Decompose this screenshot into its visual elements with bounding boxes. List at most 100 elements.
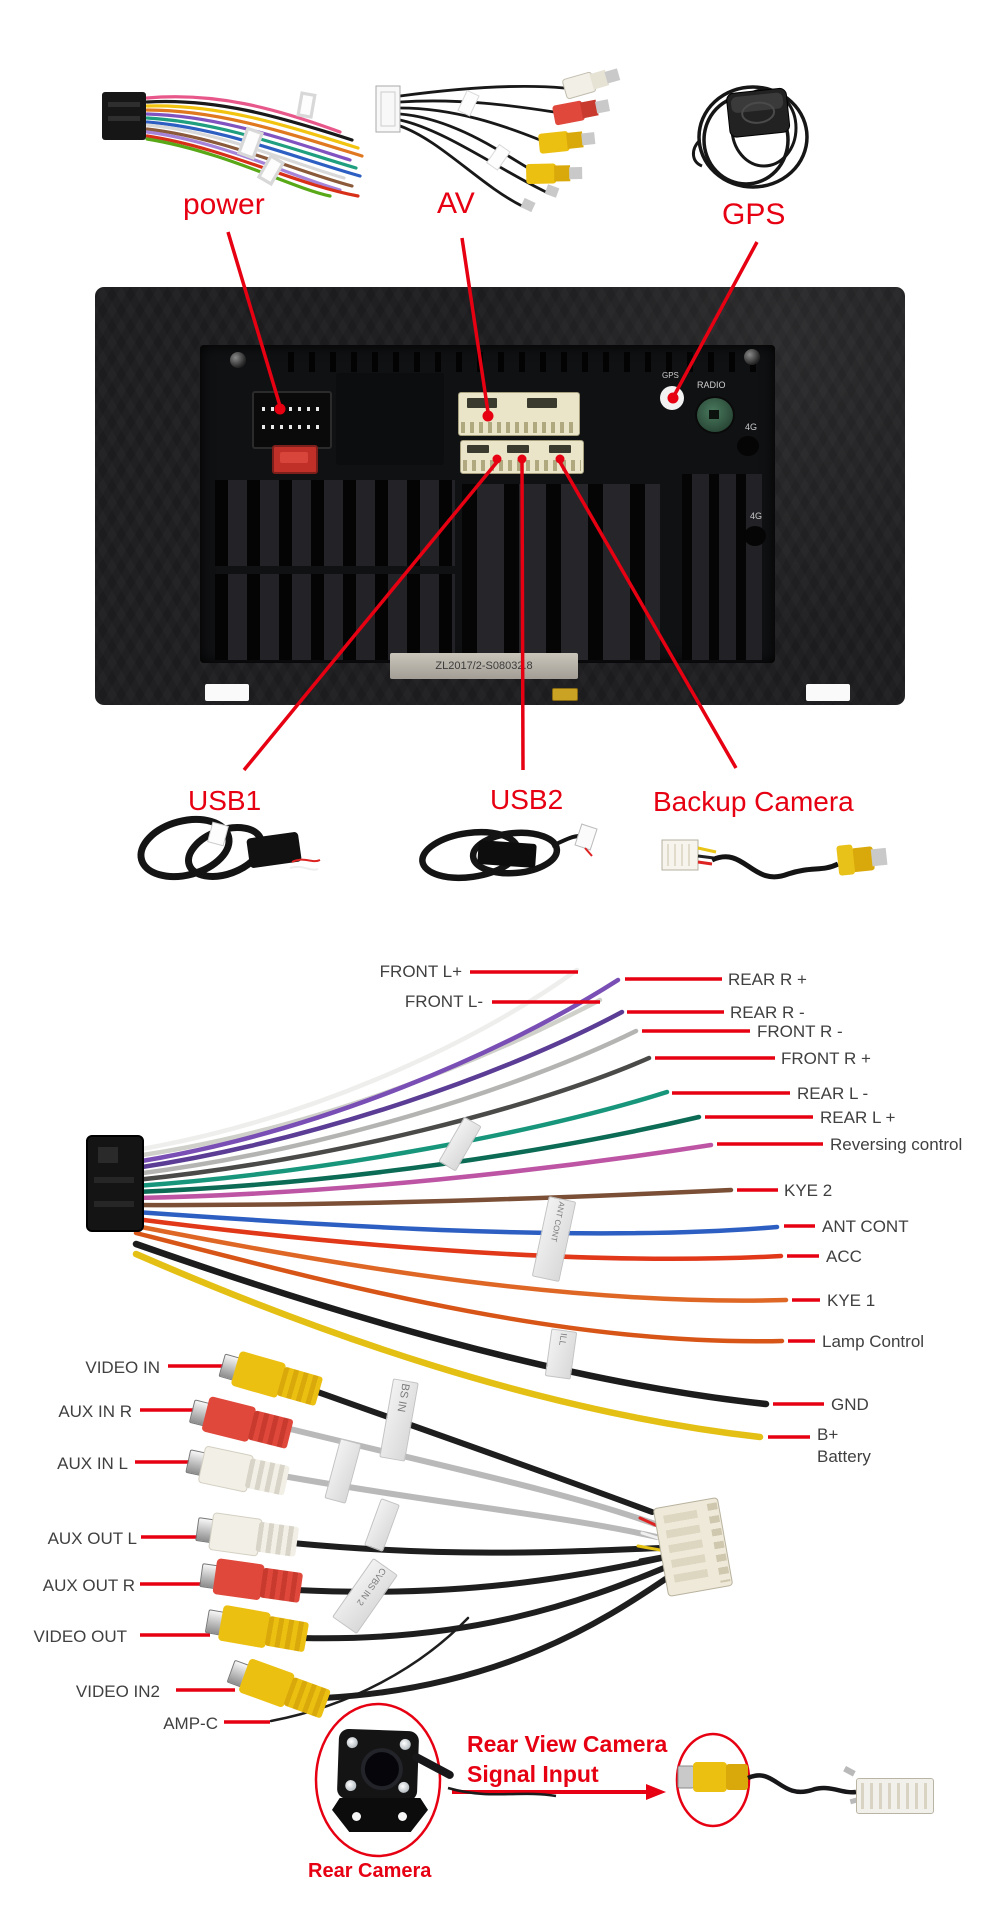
radio-jack-label: RADIO (697, 380, 726, 390)
connector-slot (549, 445, 571, 453)
mount-foot (205, 684, 249, 701)
rca-label-aux-in-r: AUX IN R (58, 1402, 132, 1421)
wire-label-rear-l-plus: REAR L + (820, 1108, 896, 1127)
backup-camera-label: Backup Camera (653, 786, 854, 817)
backup-camera-cable-image (661, 839, 888, 880)
camera-led (345, 1779, 357, 1792)
wire-label-rear-r-minus: REAR R - (730, 1003, 805, 1022)
rca-ridge (276, 1366, 324, 1407)
pointer-lines-mid (242, 460, 738, 772)
vent-block-left-b (215, 574, 455, 660)
rear-view-camera-title: Rear View Camera Signal Input (467, 1731, 668, 1787)
usb1-cable-image (137, 815, 321, 881)
connector-slot (467, 445, 489, 453)
rca-ridge (264, 1615, 310, 1653)
rca-ridge (247, 1410, 294, 1449)
rca-label-aux-out-l: AUX OUT L (47, 1529, 137, 1548)
rca-body (208, 1512, 263, 1557)
wire-label-lamp-control: Lamp Control (822, 1332, 925, 1351)
camera-led (399, 1738, 411, 1751)
camera-led (398, 1781, 410, 1794)
rca-label-video-in2: VIDEO IN2 (75, 1682, 160, 1701)
rca-ridge (255, 1521, 300, 1557)
wire-label-rear-r-plus: REAR R + (728, 970, 807, 989)
power-connector-port (252, 391, 332, 449)
connector-teeth (461, 422, 577, 433)
vent-block-right (682, 474, 762, 660)
connector-slot (527, 398, 557, 408)
gps-label: GPS (722, 198, 786, 231)
rca-ridge (259, 1567, 304, 1603)
power-label: power (183, 188, 265, 221)
camera-lens (360, 1747, 404, 1791)
connector-slot (467, 398, 497, 408)
mount-foot (806, 684, 850, 701)
wire-label-front-r-plus: FRONT R + (781, 1049, 871, 1068)
cable-tag-text: ANT CONT (549, 1200, 567, 1243)
pointer-dots (274, 392, 679, 464)
fuse-holder (272, 445, 318, 474)
wire-label-front-l-minus: FRONT L- (404, 992, 483, 1011)
av-label: AV (437, 187, 475, 220)
cable-tag-text: BS IN (394, 1382, 412, 1413)
rca-body (212, 1558, 265, 1601)
port-4g-hole-b (744, 526, 766, 546)
wire-label-kye1: KYE 1 (827, 1291, 876, 1310)
screw (230, 352, 246, 368)
iso-harness-connector (86, 1135, 144, 1232)
wire-label-b-plus-battery: B+ Battery (817, 1425, 871, 1466)
wire-label-front-l-plus: FRONT L+ (379, 962, 462, 981)
radio-antenna-jack (695, 396, 735, 434)
bracket-hole (352, 1812, 361, 1821)
serial-plate-text: ZL2017/2-S08032.8 (435, 660, 533, 672)
wire-label-front-r-minus: FRONT R - (757, 1022, 843, 1041)
iso-connector-rib (94, 1201, 134, 1207)
pin-row (262, 425, 320, 429)
pointer-lines-top (226, 231, 759, 413)
port-4g-label-a: 4G (745, 422, 758, 432)
usb1-label: USB1 (188, 785, 262, 816)
pin-row (262, 407, 320, 411)
port-4g-hole-a (737, 436, 759, 456)
rca-label-aux-in-l: AUX IN L (57, 1454, 128, 1473)
gps-jack-label: GPS (662, 371, 679, 380)
wire-label-kye2: KYE 2 (784, 1181, 833, 1200)
radio-jack-center (709, 410, 719, 419)
cable-tag-text: ILL (557, 1332, 569, 1347)
camera-cable (447, 1786, 557, 1798)
wire-label-rear-l-minus: REAR L - (797, 1084, 869, 1103)
harness-wires (132, 967, 789, 1441)
wire-label-gnd: GND (831, 1395, 869, 1414)
wire-label-acc: ACC (826, 1247, 862, 1266)
fuse-stripe (280, 452, 308, 463)
rca-label-aux-out-r: AUX OUT R (42, 1576, 135, 1595)
rca-ridge (244, 1458, 290, 1496)
gps-antenna-image (692, 85, 809, 189)
molex-slot (663, 1509, 710, 1587)
av-rca-plugs (520, 68, 621, 213)
camera-led (346, 1736, 358, 1749)
rca-label-video-in: VIDEO IN (85, 1358, 160, 1377)
rca-cables (269, 1387, 670, 1723)
leader-lines (135, 970, 824, 1724)
rear-camera-caption: Rear Camera (308, 1860, 432, 1882)
screw (744, 349, 760, 365)
power-cable-image (102, 91, 364, 198)
wire-label-reversing-control: Reversing control (830, 1135, 963, 1154)
rear-camera-image (336, 1728, 420, 1802)
iso-connector-rib (94, 1177, 134, 1183)
av-cable-image (375, 68, 621, 213)
vent-block-middle (462, 484, 660, 660)
bracket-hole (398, 1812, 407, 1821)
usb2-cable-image (419, 823, 598, 882)
av-connector-port (458, 392, 580, 436)
wire-label-ant-cont: ANT CONT (822, 1217, 909, 1236)
sub-module-box (336, 373, 444, 465)
vent-block-left-a (215, 480, 455, 566)
iso-connector-key (98, 1147, 118, 1163)
rca-label-video-out: VIDEO OUT (33, 1627, 127, 1646)
camera-signal-pigtail (677, 1762, 862, 1805)
camera-input-connector (856, 1778, 934, 1814)
